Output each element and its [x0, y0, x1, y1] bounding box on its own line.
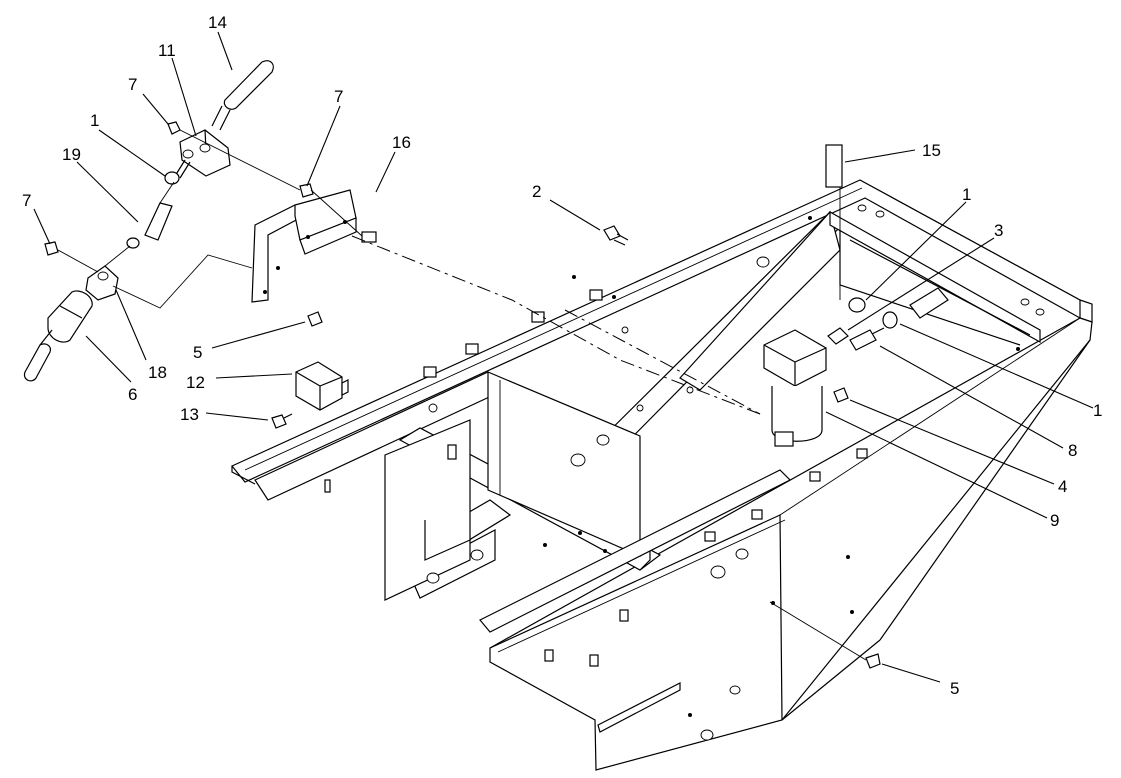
callout-1-right: 1 — [1093, 401, 1102, 420]
nut-7a — [167, 121, 181, 135]
fitting-3 — [827, 327, 849, 345]
filter-6 — [23, 290, 93, 382]
callout-18: 18 — [148, 363, 167, 382]
clamp-1b — [848, 297, 866, 313]
fitting-4 — [833, 387, 849, 403]
callout-7-top: 7 — [128, 75, 137, 94]
screw-5a — [307, 311, 323, 327]
callout-5-bottom: 5 — [950, 679, 959, 698]
chassis-frame — [231, 179, 1093, 771]
callout-19: 19 — [62, 145, 81, 164]
callout-16: 16 — [392, 133, 411, 152]
callout-labels: 14 11 7 7 1 19 16 7 18 6 5 12 13 2 15 1 … — [22, 13, 1102, 698]
callout-5-left: 5 — [193, 343, 202, 362]
callout-7-bracket: 7 — [334, 87, 343, 106]
callout-8: 8 — [1068, 441, 1077, 460]
callout-leaders — [33, 31, 1094, 683]
callout-9: 9 — [1050, 511, 1059, 530]
callout-1-top: 1 — [962, 185, 971, 204]
nut-7c — [44, 241, 59, 256]
fitting-18 — [85, 265, 119, 301]
callout-3: 3 — [994, 221, 1003, 240]
tube-15 — [825, 144, 843, 188]
callout-1-left: 1 — [90, 111, 99, 130]
callout-12: 12 — [186, 373, 205, 392]
hose-stub — [909, 287, 949, 319]
callout-4: 4 — [1058, 477, 1067, 496]
water-separator-9 — [763, 329, 827, 447]
fitting-8 — [849, 327, 885, 351]
callout-6: 6 — [128, 385, 137, 404]
bolt-2 — [603, 225, 629, 246]
callout-14: 14 — [208, 13, 227, 32]
callout-15: 15 — [922, 141, 941, 160]
clamp-1a — [164, 171, 180, 185]
screw-13 — [271, 413, 293, 429]
bracket-16 — [251, 189, 377, 303]
screw-5b — [769, 601, 881, 669]
assembly-leader-lines — [57, 129, 841, 309]
frame-holes — [324, 204, 1045, 741]
relay-12 — [295, 361, 349, 411]
nut-7b — [299, 183, 314, 198]
clamp-1c — [882, 311, 898, 329]
centerline-dash-2 — [564, 309, 761, 415]
callout-2: 2 — [532, 182, 541, 201]
hose-14 — [211, 60, 274, 131]
fuel-filter-assembly-11 — [174, 129, 231, 179]
callout-13: 13 — [180, 405, 199, 424]
callout-7-left: 7 — [22, 191, 31, 210]
hose-19 — [126, 202, 173, 249]
callout-11: 11 — [158, 41, 176, 60]
centerline-dash — [351, 235, 761, 415]
